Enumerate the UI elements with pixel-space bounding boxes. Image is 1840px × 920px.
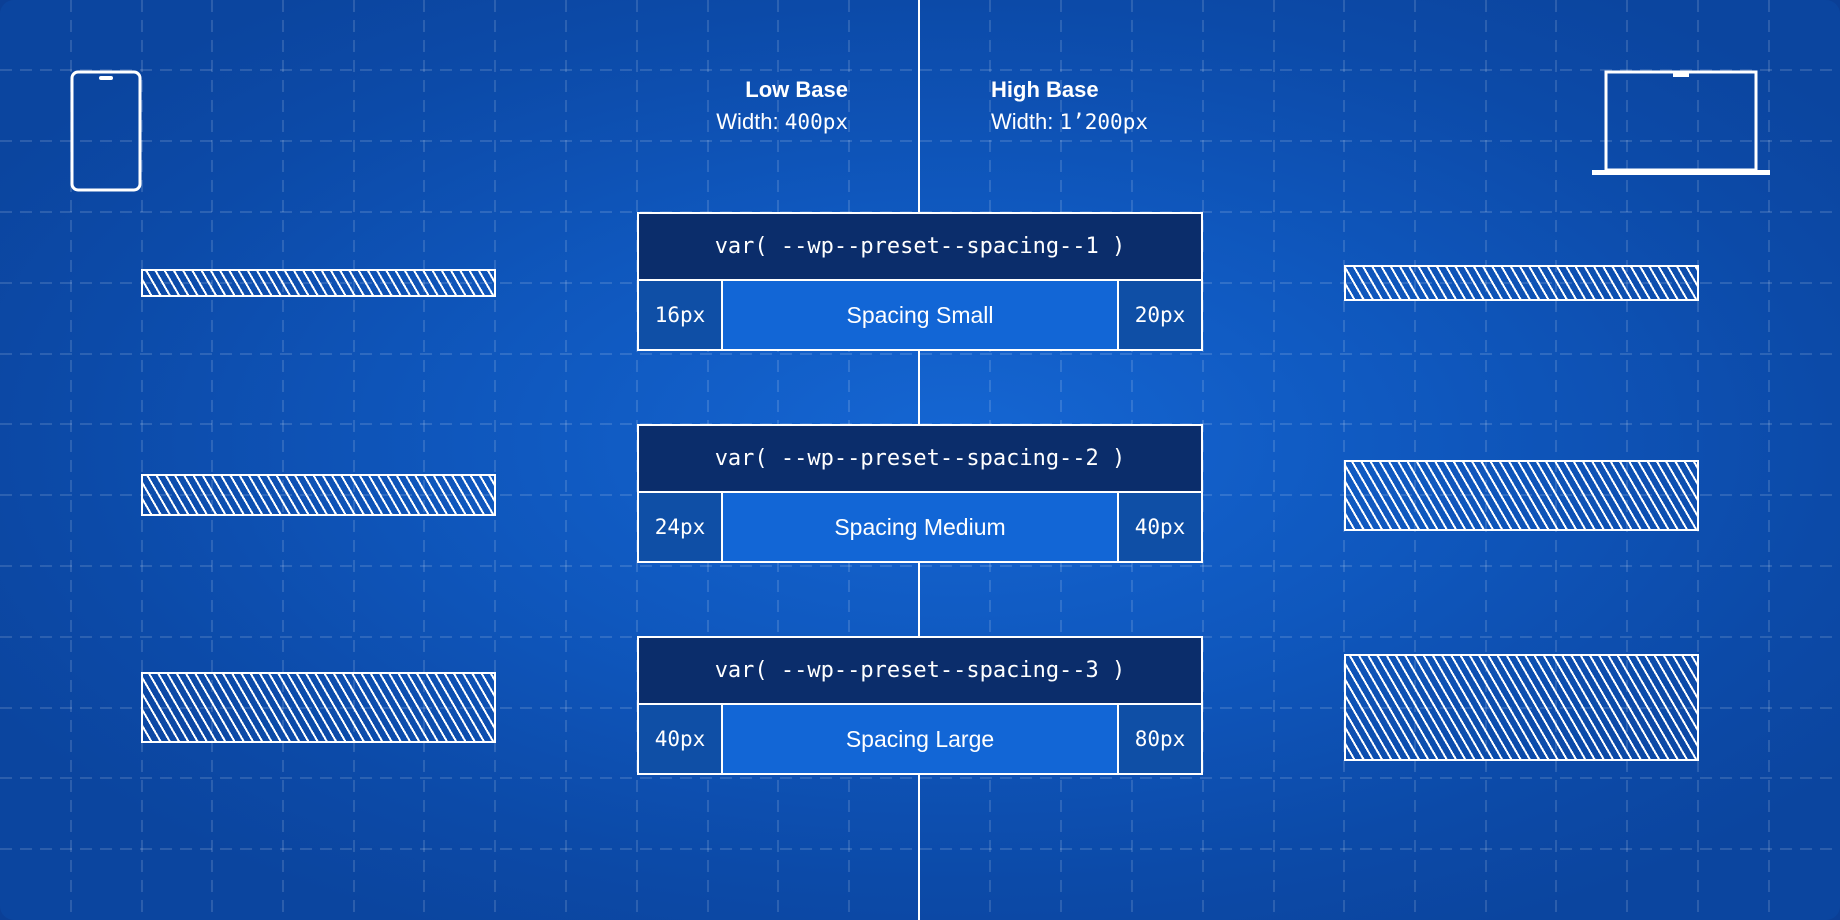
laptop-icon [1592,70,1770,175]
spacing-variable: var( --wp--preset--spacing--1 ) [637,212,1203,281]
spacing-variable: var( --wp--preset--spacing--2 ) [637,424,1203,493]
spacing-card-large: var( --wp--preset--spacing--3 ) 40px Spa… [637,636,1203,775]
spacing-card-medium: var( --wp--preset--spacing--2 ) 24px Spa… [637,424,1203,563]
spacing-values-row: 24px Spacing Medium 40px [637,491,1203,563]
low-base-width: Width: 400px [716,106,848,138]
low-base-spacing-large-bar [141,672,496,743]
spacing-variable: var( --wp--preset--spacing--3 ) [637,636,1203,705]
high-base-width: Width: 1’200px [991,106,1148,138]
low-base-label: Low Base Width: 400px [716,74,848,138]
low-base-title: Low Base [745,77,848,102]
high-base-spacing-small-bar [1344,265,1699,301]
high-base-value: 20px [1117,281,1201,349]
spacing-values-row: 16px Spacing Small 20px [637,279,1203,351]
high-base-label: High Base Width: 1’200px [991,74,1148,138]
phone-icon [70,70,142,192]
low-base-value: 24px [639,493,723,561]
high-base-spacing-medium-bar [1344,460,1699,531]
low-base-width-value: 400px [784,110,848,134]
spacing-card-small: var( --wp--preset--spacing--1 ) 16px Spa… [637,212,1203,351]
high-base-width-value: 1’200px [1059,110,1148,134]
spacing-label: Spacing Medium [723,493,1117,561]
high-base-value: 40px [1117,493,1201,561]
low-base-width-prefix: Width: [716,109,779,134]
high-base-value: 80px [1117,705,1201,773]
spacing-label: Spacing Large [723,705,1117,773]
high-base-width-prefix: Width: [991,109,1054,134]
low-base-value: 40px [639,705,723,773]
spacing-values-row: 40px Spacing Large 80px [637,703,1203,775]
low-base-spacing-medium-bar [141,474,496,516]
low-base-value: 16px [639,281,723,349]
high-base-spacing-large-bar [1344,654,1699,761]
low-base-spacing-small-bar [141,269,496,297]
spacing-label: Spacing Small [723,281,1117,349]
high-base-title: High Base [991,77,1099,102]
